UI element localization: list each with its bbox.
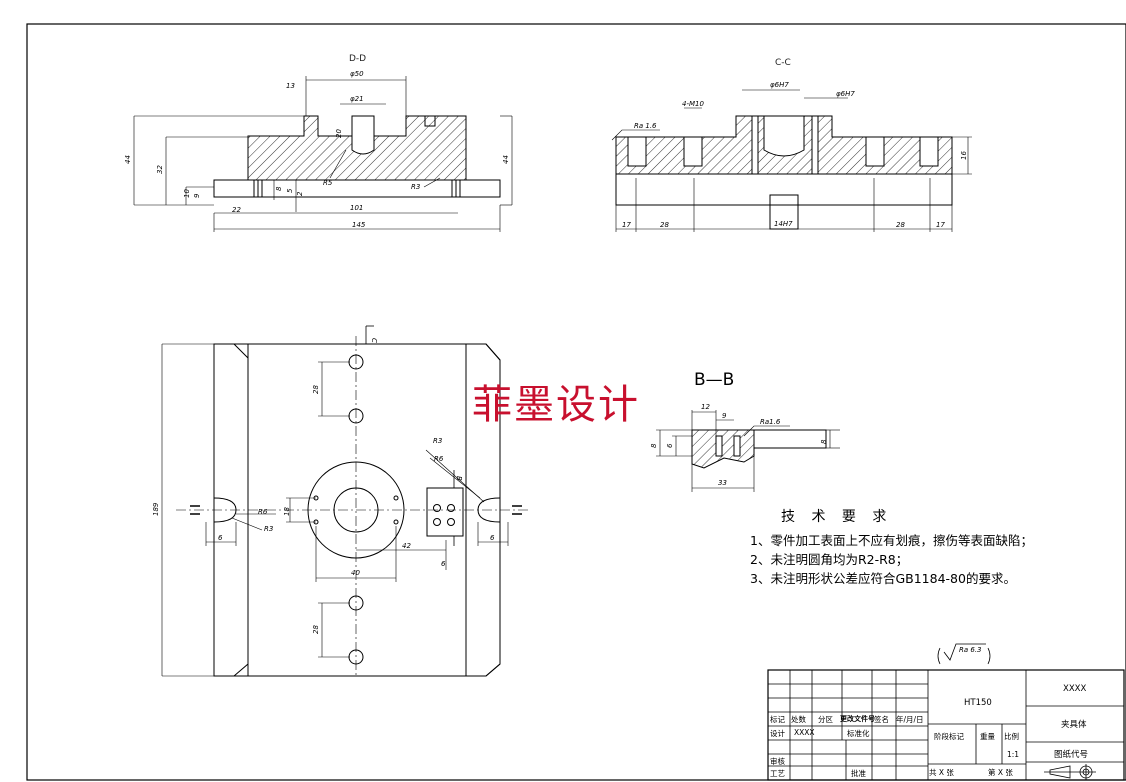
section-mark-b: B [455,476,463,481]
sheet-border [26,23,1126,781]
material-label: HT150 [964,698,992,708]
sheet-number: 第 X 张 [988,768,1013,777]
dim-10: 10 [183,189,191,198]
requirements-title: 技 术 要 求 [781,509,893,525]
dd-view-title: D-D [349,54,367,64]
scale-value: 1:1 [1007,750,1020,759]
dim-101: 101 [350,204,363,212]
scale-label: 比例 [1004,732,1019,741]
watermark-text: 菲墨设计 [472,382,640,428]
zone-label: 分区 [818,715,833,724]
design-label: 设计 [770,729,785,738]
date-label: 年/月/日 [896,715,924,724]
roughness-symbol [937,643,991,665]
dim-6-left: 6 [218,534,223,542]
plan-view [161,325,530,677]
dim-12: 12 [701,403,710,411]
dim-28-bottom: 28 [312,625,320,634]
bb-view-title: B—B [694,370,735,390]
drawing-no-label: 图纸代号 [1054,750,1089,760]
process-label: 工艺 [770,769,785,778]
dim-r3-b: R3 [264,525,273,533]
review-label: 审核 [770,757,785,766]
stage-label: 阶段标记 [934,732,964,741]
standard-label: 标准化 [847,729,870,738]
roughness-value: Ra 6.3 [959,646,982,654]
dim-145: 145 [352,221,366,229]
bb-section-view [656,410,840,492]
title-block-lines [767,669,1125,781]
dim-5: 5 [286,188,294,193]
dim-189: 189 [152,502,160,516]
dim-r6-a: R6 [434,455,444,463]
qty-label: 处数 [791,715,806,724]
dim-phi6h7-b: φ6H7 [836,90,855,98]
dim-8-right: 8 [820,439,828,444]
dim-6-bb: 6 [666,443,674,448]
dim-28-right: 28 [896,221,905,229]
dim-20: 20 [335,129,343,138]
dim-44-right: 44 [502,155,510,164]
dim-2: 2 [296,191,304,196]
change-doc-label: 更改文件号 [840,715,875,723]
dim-r3-a: R3 [433,437,442,445]
sign-label: 签名 [874,715,889,724]
dim-r6-b: R6 [258,508,268,516]
dim-8-left: 8 [650,443,658,448]
dim-17-right: 17 [936,221,945,229]
requirement-item-3: 3、未注明形状公差应符合GB1184-80的要求。 [750,571,1016,586]
dim-6-right: 6 [490,534,495,542]
dim-44-left: 44 [124,155,132,164]
dim-33: 33 [718,479,727,487]
dim-phi6h7-a: φ6H7 [770,81,789,89]
dim-4-m10: 4-M10 [682,100,704,108]
dim-9: 9 [193,193,201,198]
dim-32: 32 [156,165,164,174]
dim-8: 8 [275,186,283,191]
requirement-item-1: 1、零件加工表面上不应有划痕，擦伤等表面缺陷； [750,533,1033,548]
dim-13: 13 [286,82,295,90]
part-name: 夹具体 [1061,720,1087,730]
dim-r3: R3 [411,183,420,191]
dim-6-mid: 6 [441,560,446,568]
cc-view-title: C-C [775,58,791,68]
dim-ra16-cc: Ra 1.6 [634,122,657,130]
dim-phi50: φ50 [350,70,364,78]
sheets-total: 共 X 张 [929,768,954,777]
dim-9-bb: 9 [722,412,727,420]
mark-label: 标记 [770,715,785,724]
dim-17-left: 17 [622,221,631,229]
dim-phi21: φ21 [350,95,364,103]
approve-label: 批准 [851,769,866,778]
dim-ra16-bb: Ra1.6 [760,418,781,426]
projection-symbol-icon [1044,764,1096,780]
dim-28-top: 28 [312,385,320,394]
company-name: XXXX [1063,684,1087,694]
dim-42: 42 [402,542,411,550]
dim-22: 22 [232,206,241,214]
dim-16: 16 [960,151,968,160]
section-mark-c: C [370,338,378,343]
cc-section-view [611,89,972,232]
dim-40: 40 [351,569,360,577]
dd-section-view [133,76,513,232]
designer-value: XXXX [794,728,815,737]
dim-r5: R5 [323,179,333,187]
requirement-item-2: 2、未注明圆角均为R2-R8； [750,552,909,567]
weight-label: 重量 [980,732,995,741]
dim-14h7: 14H7 [774,220,793,228]
dim-18: 18 [283,507,291,516]
dim-28-left: 28 [660,221,669,229]
